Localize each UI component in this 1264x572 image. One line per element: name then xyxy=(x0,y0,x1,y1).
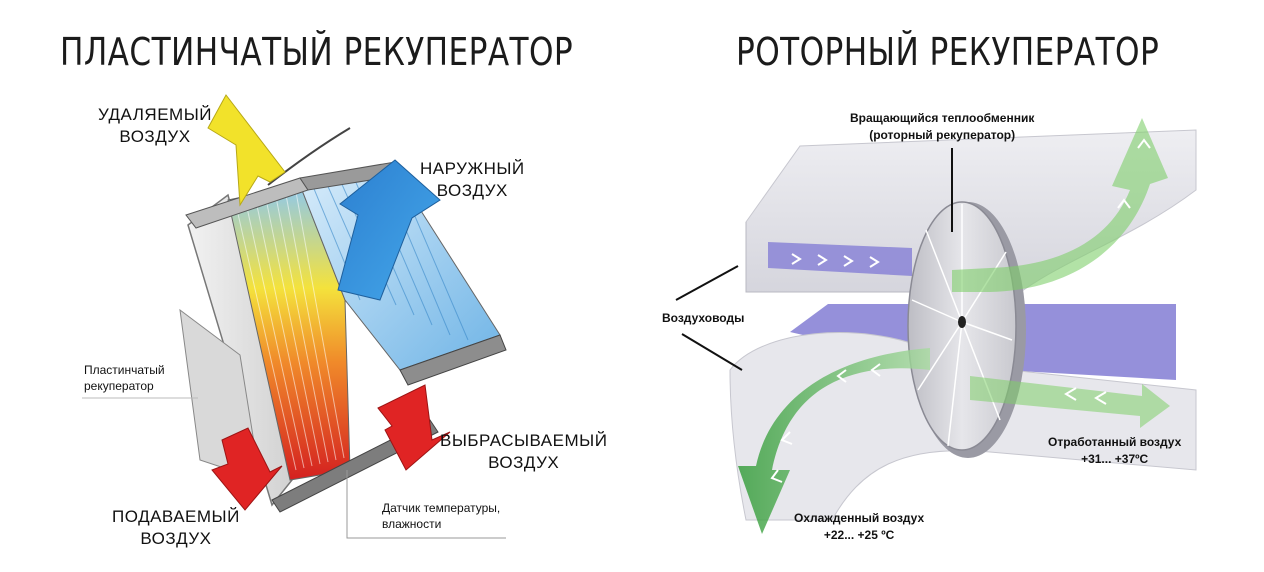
extract-air-label: Отработанный воздух+31... +37ºC xyxy=(1048,435,1182,466)
right-frame-rail xyxy=(399,334,507,386)
upper-duct-stripe xyxy=(768,242,912,276)
plate-fins xyxy=(235,191,345,471)
cooled-air-label: Охлажденный воздух+22... +25 ºC xyxy=(794,511,925,542)
ducts-label: Воздуховоды xyxy=(662,311,745,325)
duct-leader-lower xyxy=(681,333,743,371)
supply-air-arrow xyxy=(211,427,283,511)
sensor-label: Датчик температуры,влажности xyxy=(382,501,501,531)
exhaust-air-arrow xyxy=(207,94,286,207)
sensor-cable xyxy=(267,127,351,186)
duct-leader-upper xyxy=(675,265,739,301)
flow-chevrons xyxy=(770,138,1151,483)
outdoor-air-arrow xyxy=(337,159,441,301)
cooled-air-flow xyxy=(738,348,930,534)
plate-recuperator-title: ПЛАСТИНЧАТЫЙ РЕКУПЕРАТОР xyxy=(60,30,574,74)
rotor-recuperator-title: РОТОРНЫЙ РЕКУПЕРАТОР xyxy=(736,30,1160,74)
rotor-hub xyxy=(958,316,966,328)
extract-air-flow xyxy=(970,376,1170,428)
discharged-air-arrow xyxy=(377,384,451,471)
rotor-label: Вращающийся теплообменник(роторный рекуп… xyxy=(850,111,1035,142)
upper-green-flow xyxy=(952,118,1168,292)
sensor-leader-line xyxy=(346,470,506,539)
